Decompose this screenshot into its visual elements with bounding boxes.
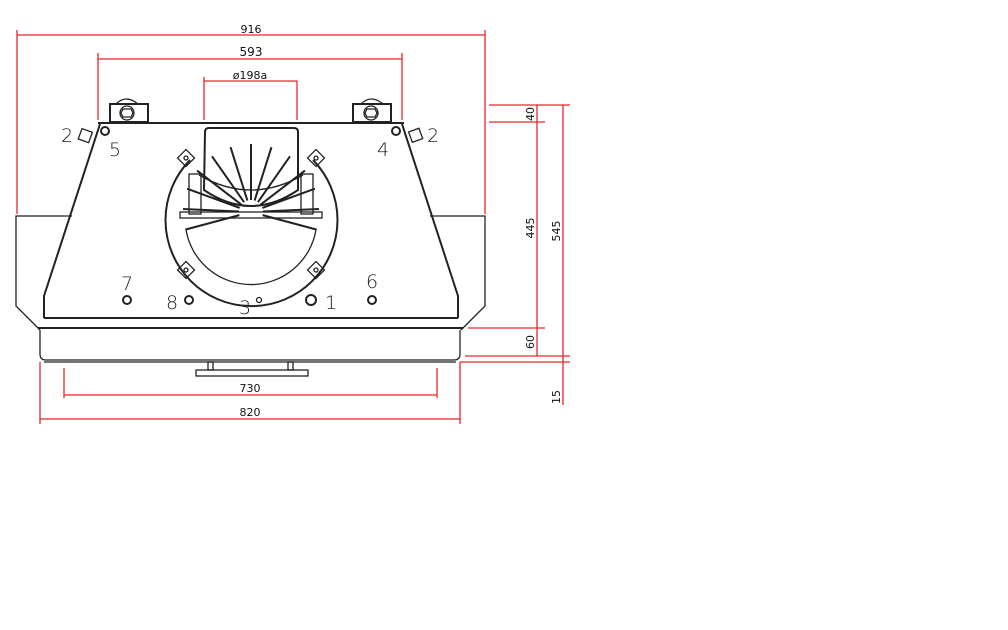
part-number-7: 7 [121, 273, 133, 295]
fan-fin [257, 155, 291, 203]
dim-label-40: 40 [524, 107, 537, 121]
dim-label-445: 445 [524, 218, 537, 239]
part-number-8: 8 [166, 292, 178, 314]
dimension-mount-spacing: 593 [97, 45, 403, 120]
dimension-base-inner-width: 730 [63, 368, 438, 398]
hole-7 [122, 295, 132, 305]
fan-fin [183, 208, 240, 213]
corner-bracket-bottom-left [176, 260, 196, 280]
fan-fin [261, 187, 316, 209]
dimension-overall-width: 916 [16, 23, 486, 214]
fan-fin [196, 169, 243, 206]
fan-fins [183, 144, 319, 231]
part-number-4: 4 [377, 139, 389, 161]
dim-label-730: 730 [240, 382, 261, 395]
corner-bracket-top-left [176, 148, 196, 168]
hole-8 [184, 295, 194, 305]
corner-bracket-top-right [306, 148, 326, 168]
part-number-5: 5 [109, 139, 121, 161]
fan-fin [185, 214, 240, 231]
part-number-6: 6 [366, 271, 378, 293]
fan-fin [186, 187, 241, 209]
dimension-base-width: 820 [39, 362, 461, 424]
dim-label-545: 545 [550, 221, 563, 242]
part-number-1: 1 [325, 292, 337, 314]
part-number-2-left: 2 [61, 125, 73, 147]
connector-right [407, 127, 424, 144]
hole-6 [367, 295, 377, 305]
mount-bracket-bottom [195, 361, 309, 377]
hole-1 [305, 294, 317, 306]
dim-label-820: 820 [240, 406, 261, 419]
dim-label-593: 593 [240, 45, 263, 59]
part-number-2-right: 2 [427, 125, 439, 147]
dim-label-60: 60 [524, 335, 537, 349]
fan-fin [259, 169, 306, 206]
corner-bracket-bottom-right [306, 260, 326, 280]
connector-left [77, 127, 94, 144]
fan-fin [211, 155, 245, 203]
fan-fin [262, 208, 319, 213]
hole-3 [255, 296, 263, 304]
dim-label-916: 916 [241, 23, 262, 36]
fan-fin [229, 146, 249, 201]
dimension-duct-diameter: ø198a [203, 69, 298, 120]
hole-5 [100, 126, 110, 136]
fan-fin [262, 214, 317, 231]
part-number-3: 3 [239, 297, 251, 319]
dim-label-15: 15 [550, 390, 563, 404]
dim-label-diameter: ø198a [233, 69, 267, 82]
clamp-right [352, 98, 392, 123]
clamp-left [109, 98, 149, 123]
dimension-heights: 40 445 545 60 15 [460, 104, 570, 405]
fan-assembly [164, 127, 339, 308]
hole-4 [391, 126, 401, 136]
fan-fin [253, 146, 273, 201]
